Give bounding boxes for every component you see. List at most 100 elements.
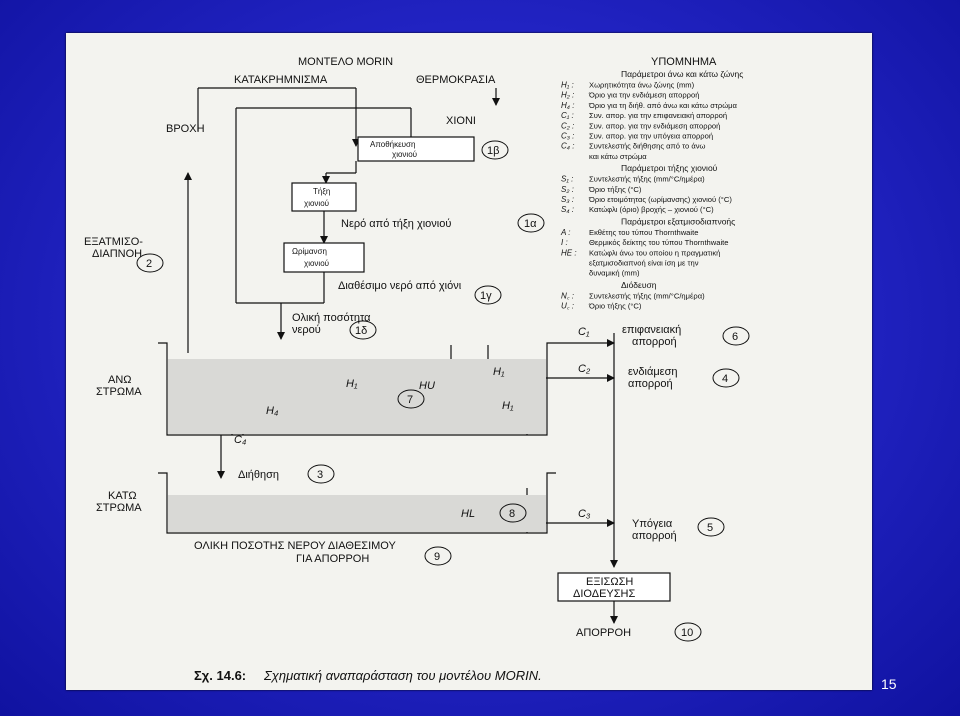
h1-label-right-lower: H₁	[502, 400, 514, 412]
legend-heading: Διόδευση	[621, 280, 657, 290]
legend-description: Όριο τήξης (°C)	[588, 185, 642, 194]
legend-heading: Παράμετροι εξατμισοδιαπνοής	[621, 216, 735, 226]
legend-description: Εκθέτης του τύπου Thornthwaite	[589, 228, 698, 237]
percolation-number: 3	[317, 469, 323, 481]
legend-symbol: C₃ :	[561, 132, 574, 141]
legend-description: Συντελεστής τήξης (mm/°C/ημέρα)	[589, 291, 705, 300]
ripening-line1: Ωρίμανση	[292, 247, 327, 256]
hu-number: 7	[407, 394, 413, 406]
c4-label: C₄	[234, 434, 246, 446]
legend-heading: Παράμετροι άνω και κάτω ζώνης	[621, 69, 743, 79]
intermediate-runoff-number: 4	[722, 373, 728, 385]
legend-description: δυναμική (mm)	[589, 269, 640, 278]
legend-description: Όριο ετοιμότητας (ωρίμανσης) χιονιού (°C…	[588, 195, 732, 204]
lower-layer-line2: ΣΤΡΩΜΑ	[96, 502, 142, 514]
runoff-number: 10	[681, 627, 693, 639]
hl-number: 8	[509, 508, 515, 520]
legend-symbol: S₃ :	[561, 195, 574, 204]
available-water-label: Διαθέσιμο νερό από χιόνι	[338, 280, 462, 292]
melt-water-number: 1α	[524, 218, 537, 230]
h1-label-right: H₁	[493, 366, 505, 378]
legend-description: Όριο για τη διήθ. από άνω και κάτω στρώμ…	[588, 101, 738, 110]
total-water-number: 1δ	[355, 325, 367, 337]
precipitation-label: ΚΑΤΑΚΡΗΜΝΙΣΜΑ	[234, 74, 328, 86]
c2-label: C₂	[578, 363, 591, 375]
legend-description: Συντελεστής διήθησης από το άνω	[589, 142, 706, 151]
legend-description: Κατώφλι (όριο) βροχής – χιονιού (°C)	[589, 205, 714, 214]
legend-description: Όριο τήξης (°C)	[588, 302, 642, 311]
total-available-line2: ΓΙΑ ΑΠΟΡΡΟΗ	[296, 553, 369, 565]
hl-label: HL	[461, 508, 475, 520]
legend-description: Κατώφλι άνω του οποίου η πραγματική	[589, 248, 720, 257]
hu-label: HU	[419, 380, 435, 392]
evapotranspiration-line1: ΕΞΑΤΜΙΣΟ-	[84, 236, 143, 248]
c1-label: C₁	[578, 326, 590, 338]
total-available-line1: ΟΛΙΚΗ ΠΟΣΟΤΗΣ ΝΕΡΟΥ ΔΙΑΘΕΣΙΜΟΥ	[194, 540, 397, 552]
snow-storage-line2: χιονιού	[392, 150, 417, 159]
legend-symbol: HE :	[561, 248, 577, 257]
lower-layer-line1: ΚΑΤΩ	[108, 490, 137, 502]
runoff-label: ΑΠΟΡΡΟΗ	[576, 627, 631, 639]
legend-description: Συν. απορ. για την επιφανειακή απορροή	[589, 111, 727, 120]
legend-description: εξατμισοδιαπνοή είναι ίση με την	[589, 259, 699, 268]
legend-list: Παράμετροι άνω και κάτω ζώνης H₁ : Χωρητικ…	[560, 69, 743, 311]
ripening-line2: χιονιού	[304, 259, 329, 268]
evapotranspiration-line2: ΔΙΑΠΝΟΗ	[92, 248, 142, 260]
c3-label: C₃	[578, 508, 591, 520]
snow-storage-line1: Αποθήκευση	[370, 140, 415, 149]
legend-symbol: S₄ :	[561, 205, 574, 214]
evapotranspiration-number: 2	[146, 258, 152, 270]
h1-label: H₁	[346, 378, 358, 390]
surface-runoff-number: 6	[732, 331, 738, 343]
melt-water-label: Νερό από τήξη χιονιού	[341, 218, 451, 230]
total-water-line2: νερού	[292, 324, 321, 336]
groundwater-runoff-number: 5	[707, 522, 713, 534]
legend-description: Συντελεστής τήξης (mm/°C/ημέρα)	[589, 175, 705, 184]
legend-symbol: A :	[560, 228, 570, 237]
routing-line1: ΕΞΙΣΩΣΗ	[586, 576, 633, 588]
legend-symbol: N꜀ :	[561, 291, 574, 300]
legend-heading: Παράμετροι τήξης χιονιού	[621, 163, 718, 173]
lower-tank-water	[168, 495, 546, 532]
temperature-label: ΘΕΡΜΟΚΡΑΣΙΑ	[416, 74, 496, 86]
upper-tank-water	[168, 359, 546, 434]
legend-description: Συν. απορ. για την υπόγεια απορροή	[589, 132, 713, 141]
groundwater-runoff-line1: Υπόγεια	[632, 518, 673, 530]
legend-symbol: H₂ :	[561, 91, 574, 100]
snow-label: ΧΙΟΝΙ	[446, 115, 476, 127]
slide-number: 15	[881, 676, 897, 692]
total-water-line1: Ολική ποσότητα	[292, 312, 371, 324]
legend-symbol: C₂ :	[561, 121, 574, 130]
legend-description: Θερμικός δείκτης του τύπου Thornthwaite	[589, 238, 729, 247]
routing-box	[557, 572, 671, 602]
snowmelt-line1: Τήξη	[313, 187, 330, 196]
total-available-number: 9	[434, 551, 440, 563]
legend-description: και κάτω στρώμα	[589, 152, 647, 161]
model-title: ΜΟΝΤΕΛΟ MORIN	[298, 56, 393, 68]
available-water-number: 1γ	[480, 290, 492, 302]
snow-storage-number: 1β	[487, 145, 499, 157]
legend-symbol: S₁ :	[561, 175, 573, 184]
legend-symbol: H₄ :	[561, 101, 574, 110]
rain-label: ΒΡΟΧΗ	[166, 123, 205, 135]
snowmelt-line2: χιονιού	[304, 199, 329, 208]
caption-text: Σχηματική αναπαράσταση του μοντέλου MORI…	[263, 668, 542, 683]
h4-label: H₄	[266, 405, 278, 417]
surface-runoff-line2: απορροή	[632, 336, 677, 348]
upper-layer-line2: ΣΤΡΩΜΑ	[96, 386, 142, 398]
intermediate-runoff-line2: απορροή	[628, 378, 673, 390]
figure-page: ΜΟΝΤΕΛΟ MORIN ΚΑΤΑΚΡΗΜΝΙΣΜΑ ΘΕΡΜΟΚΡΑΣΙΑ …	[66, 33, 872, 690]
legend-symbol: S₂ :	[561, 185, 574, 194]
routing-line2: ΔΙΟΔΕΥΣΗΣ	[573, 588, 635, 600]
intermediate-runoff-line1: ενδιάμεση	[628, 366, 677, 378]
legend-symbol: U꜀ :	[561, 302, 574, 311]
legend-description: Χωρητικότητα άνω ζώνης (mm)	[589, 81, 695, 90]
percolation-label: Διήθηση	[238, 469, 279, 481]
groundwater-runoff-line2: απορροή	[632, 530, 677, 542]
upper-layer-line1: ΑΝΩ	[108, 374, 132, 386]
legend-symbol: I :	[561, 238, 568, 247]
legend-symbol: H₁ :	[561, 81, 574, 90]
legend-description: Συν. απορ. για την ενδιάμεση απορροή	[589, 121, 720, 130]
morin-model-diagram: ΜΟΝΤΕΛΟ MORIN ΚΑΤΑΚΡΗΜΝΙΣΜΑ ΘΕΡΜΟΚΡΑΣΙΑ …	[84, 56, 750, 683]
legend-description: Όριο για την ενδιάμεση απορροή	[588, 91, 699, 100]
